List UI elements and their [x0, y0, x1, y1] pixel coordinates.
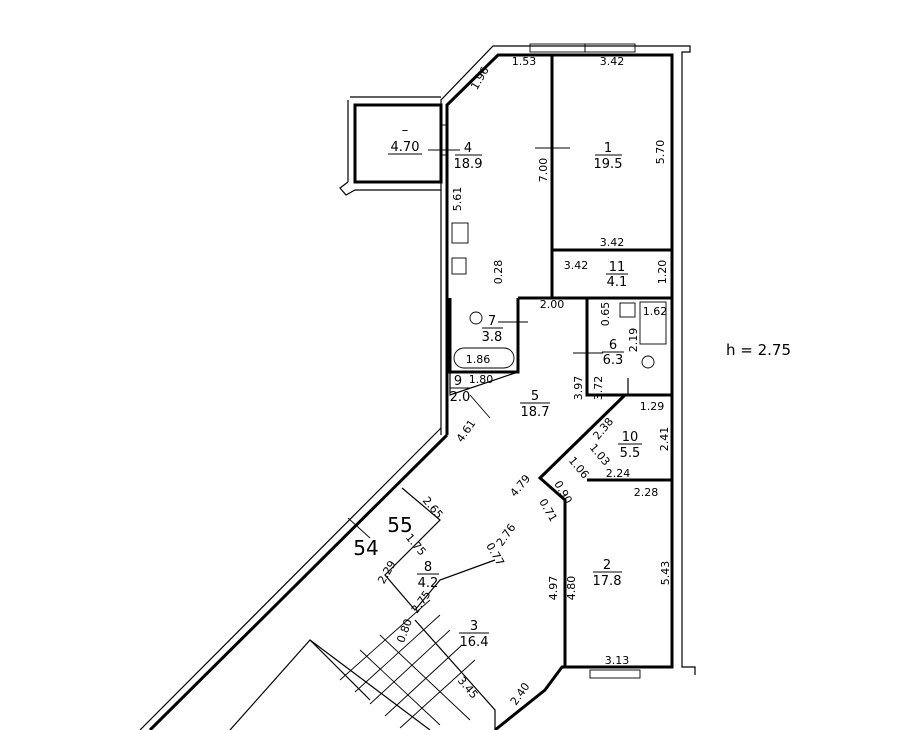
- svg-text:6: 6: [609, 338, 617, 353]
- dimension: 3.72: [592, 376, 605, 401]
- dimension: 1.20: [656, 260, 669, 285]
- svg-text:9: 9: [454, 374, 462, 389]
- dimension: 2.65: [420, 494, 446, 521]
- svg-text:8: 8: [424, 560, 432, 575]
- shower-icon: [639, 301, 667, 345]
- dimension: 2.38: [590, 415, 616, 442]
- dimension: 2.24: [606, 467, 631, 480]
- room-5-label: 518.7: [520, 389, 550, 420]
- svg-text:2: 2: [603, 558, 611, 573]
- room-1-label: 119.5: [594, 141, 623, 172]
- svg-text:10: 10: [622, 430, 639, 445]
- dimension: 3.42: [564, 259, 589, 272]
- svg-text:2.0: 2.0: [450, 390, 471, 405]
- sink-icon: [451, 257, 467, 275]
- svg-text:–: –: [402, 123, 409, 138]
- dimension: 5.43: [659, 561, 672, 586]
- dimension: 1.03: [587, 441, 613, 468]
- apartment-number-54: 54: [353, 536, 378, 560]
- walls: [139, 45, 696, 730]
- dimension: 1.62: [643, 305, 668, 318]
- dimension: 7.00: [537, 158, 550, 183]
- toilet-icon: [469, 311, 483, 325]
- balcony: [339, 96, 443, 196]
- room-marks: [347, 147, 603, 539]
- dimension: 1.53: [512, 55, 537, 68]
- room-3-label: 316.4: [459, 619, 489, 650]
- dimension: 2.41: [658, 427, 671, 452]
- dimension: 2.29: [375, 558, 399, 586]
- room-8-label: 84.2: [417, 560, 439, 591]
- dimension: 5.61: [451, 187, 464, 212]
- room-7-label: 73.8: [482, 314, 503, 345]
- svg-text:19.5: 19.5: [594, 157, 623, 172]
- dimension: 4.97: [547, 576, 560, 601]
- svg-text:18.7: 18.7: [521, 405, 550, 420]
- room-6-label: 66.3: [602, 338, 624, 368]
- room-10-label: 105.5: [618, 430, 642, 461]
- stove-icon: [451, 222, 469, 244]
- svg-text:5.5: 5.5: [620, 446, 641, 461]
- dimension: 1.80: [469, 373, 494, 386]
- svg-text:6.3: 6.3: [603, 353, 624, 368]
- dimension: 2.00: [540, 298, 565, 311]
- room-4-label: 418.9: [454, 141, 483, 172]
- dimension: 2.19: [627, 328, 640, 353]
- windows: [441, 43, 641, 679]
- dimension: 4.61: [454, 417, 479, 445]
- balcony-label: – 4.70: [388, 123, 422, 155]
- svg-text:4.2: 4.2: [418, 576, 439, 591]
- dimension: 5.70: [654, 140, 667, 165]
- svg-text:4.1: 4.1: [607, 275, 628, 290]
- svg-text:3.8: 3.8: [482, 330, 503, 345]
- dimension: 0.71: [536, 496, 560, 524]
- dimension: 1.86: [466, 353, 491, 366]
- dimension: 3.45: [455, 674, 481, 701]
- dimension: 0.65: [599, 302, 612, 327]
- svg-text:5: 5: [531, 389, 539, 404]
- dimension: 1.06: [566, 454, 592, 481]
- svg-text:3: 3: [470, 619, 478, 634]
- svg-text:18.9: 18.9: [454, 157, 483, 172]
- fixtures: [339, 222, 667, 729]
- toilet-icon: [641, 355, 655, 369]
- svg-text:4.70: 4.70: [391, 140, 420, 155]
- bathtub-icon: [453, 347, 515, 369]
- dimension: 3.42: [600, 236, 625, 249]
- staircase: [339, 599, 476, 729]
- dimension: 2.28: [634, 486, 659, 499]
- room-2-label: 217.8: [593, 558, 622, 589]
- dimension: 3.97: [572, 376, 585, 401]
- svg-text:1: 1: [604, 141, 612, 156]
- svg-text:7: 7: [488, 314, 496, 329]
- dimension: 4.80: [565, 576, 578, 601]
- dimension: 3.13: [605, 654, 630, 667]
- dimension: 1.29: [640, 400, 665, 413]
- dimension: 4.79: [507, 472, 533, 499]
- room-9-label: 92.0: [450, 374, 471, 405]
- sink-icon: [619, 302, 636, 318]
- apartment-number-55: 55: [387, 513, 412, 537]
- dimension: 0.28: [492, 260, 505, 285]
- svg-text:11: 11: [609, 260, 626, 275]
- svg-text:4: 4: [464, 141, 472, 156]
- dimension: 3.42: [600, 55, 625, 68]
- room-11-label: 114.1: [606, 260, 628, 290]
- svg-text:17.8: 17.8: [593, 574, 622, 589]
- svg-text:16.4: 16.4: [460, 635, 489, 650]
- room-labels: 418.9 119.5 114.1 73.8 66.3 92.0 518.7 1…: [388, 123, 642, 650]
- ceiling-height-label: h = 2.75: [726, 341, 791, 359]
